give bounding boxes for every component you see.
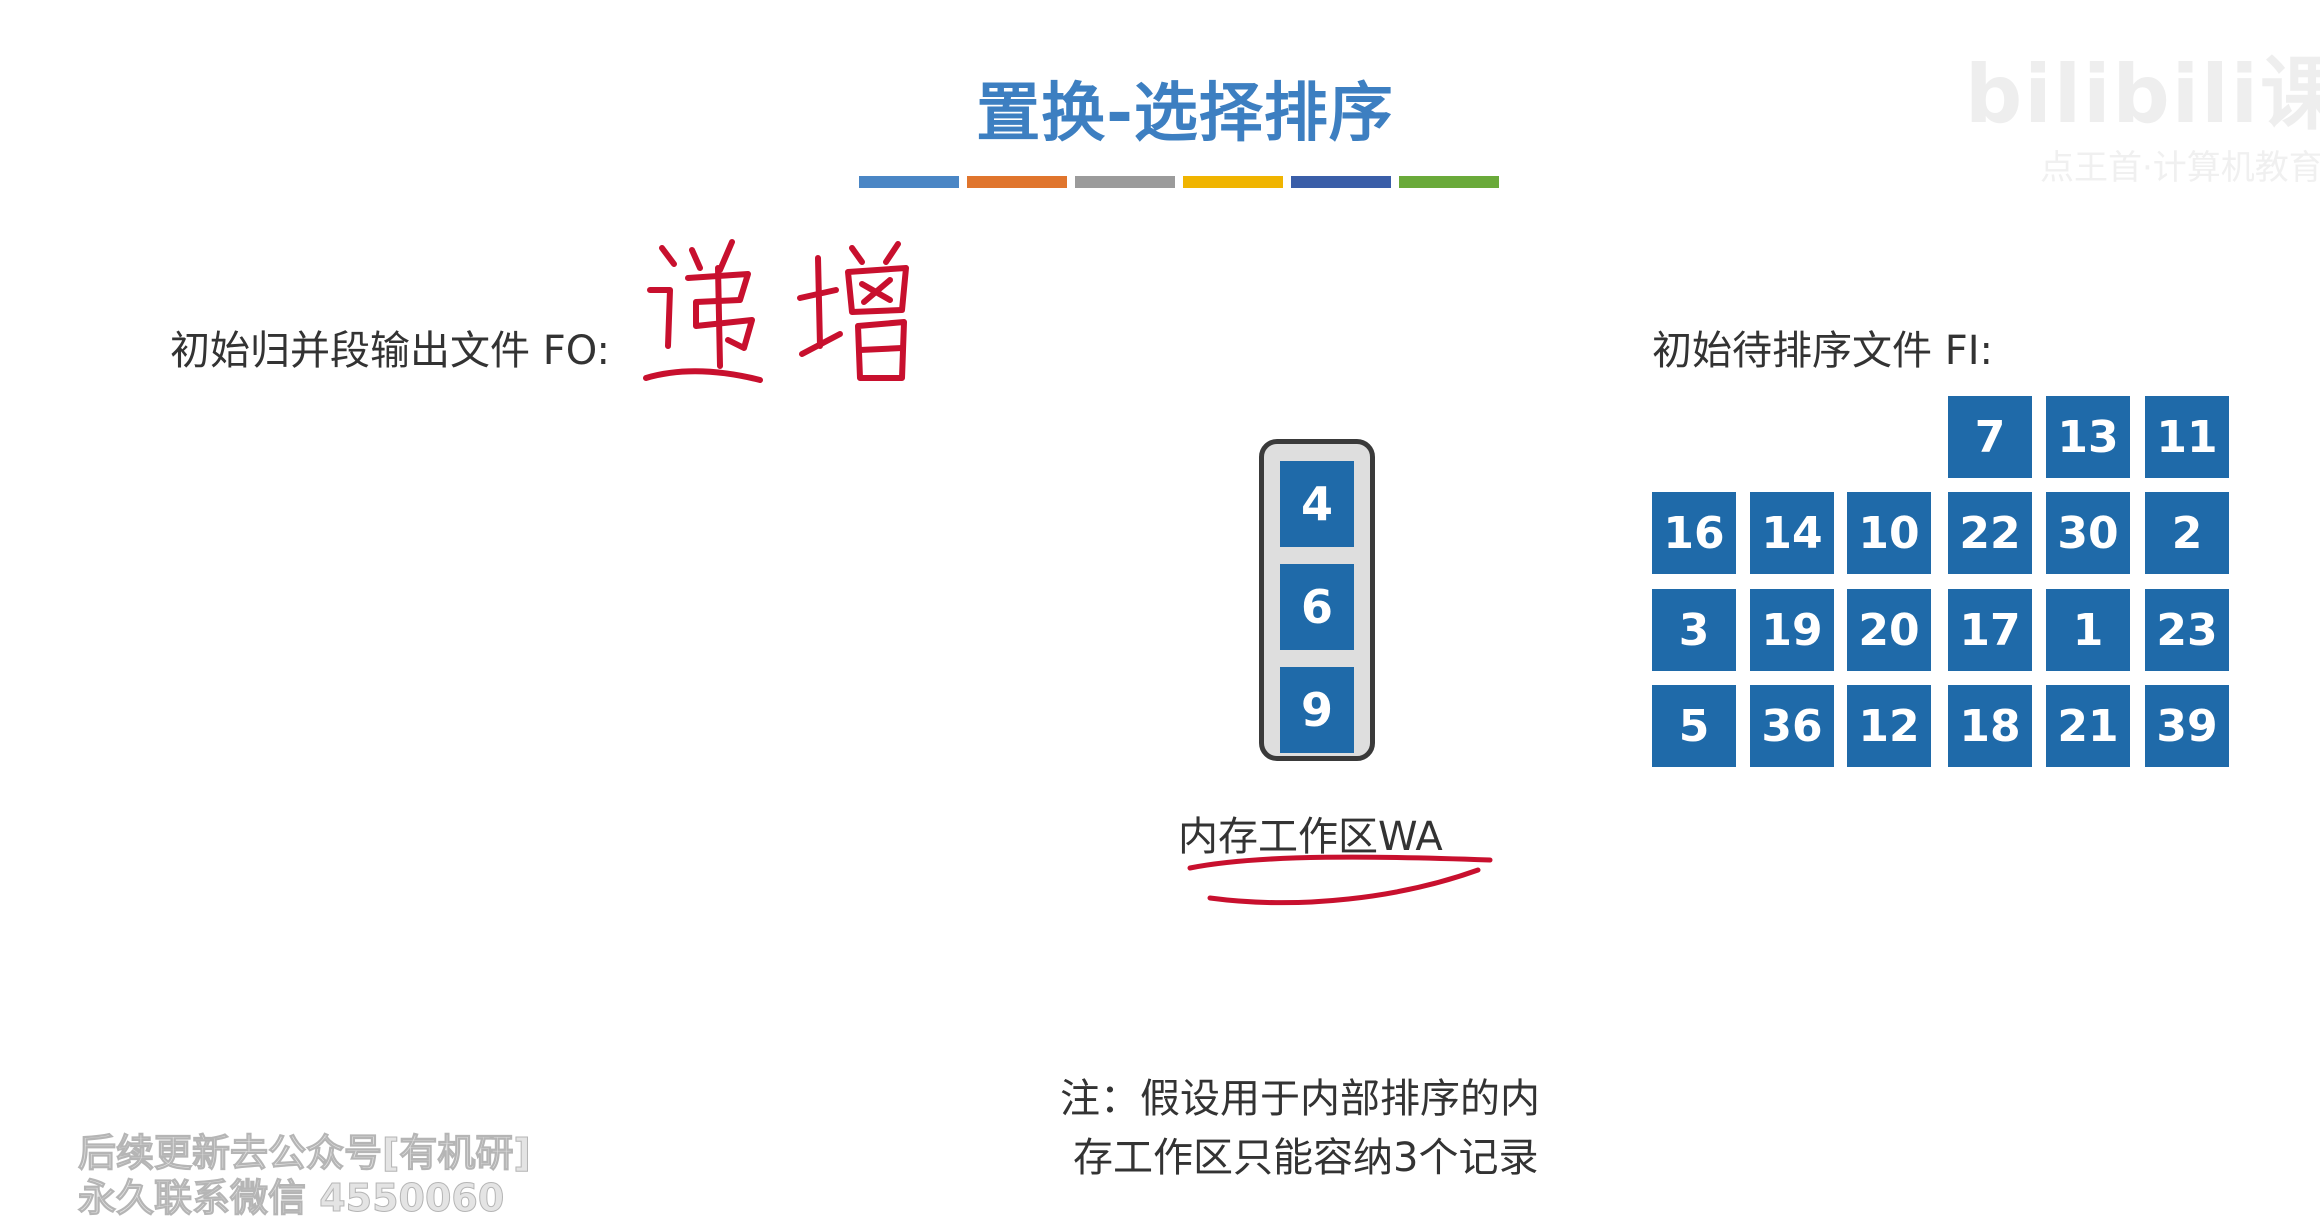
fi-record-cell: 39 (2145, 685, 2229, 767)
fi-record-cell: 23 (2145, 589, 2229, 671)
fi-record-cell: 36 (1750, 685, 1834, 767)
fi-record-cell: 2 (2145, 492, 2229, 574)
working-area-cell: 9 (1280, 667, 1354, 753)
fi-record-cell: 5 (1652, 685, 1736, 767)
working-area-container: 4 6 9 (1259, 439, 1375, 761)
note-line-2: 存工作区只能容纳3个记录 (1073, 1135, 1539, 1181)
fi-record-cell: 19 (1750, 589, 1834, 671)
fi-record-cell: 11 (2145, 396, 2229, 478)
fi-record-cell: 14 (1750, 492, 1834, 574)
fi-record-cell: 18 (1948, 685, 2032, 767)
note-line-1: 注：假设用于内部排序的内 (1060, 1076, 1540, 1122)
fo-label: 初始归并段输出文件 FO: (170, 328, 610, 374)
fi-record-cell: 20 (1847, 589, 1931, 671)
fi-record-cell: 30 (2046, 492, 2130, 574)
fi-record-cell: 16 (1652, 492, 1736, 574)
bilibili-watermark-subtitle: 点王首·计算机教育 (2040, 148, 2320, 188)
handwritten-underline (1187, 854, 1493, 906)
watermark-line-2: 永久联系微信 4550060 (77, 1176, 505, 1221)
title-bar-segment (1399, 176, 1499, 188)
fi-record-cell: 7 (1948, 396, 2032, 478)
fi-record-cell: 17 (1948, 589, 2032, 671)
watermark-line-1: 后续更新去公众号[有机研] (78, 1131, 532, 1176)
slide-title: 置换-选择排序 (976, 77, 1394, 151)
fi-record-cell: 12 (1847, 685, 1931, 767)
title-bar-segment (1291, 176, 1391, 188)
title-bar-segment (1075, 176, 1175, 188)
fi-record-cell: 21 (2046, 685, 2130, 767)
bilibili-watermark-logo: bilibili课堂 (1965, 48, 2320, 141)
fi-record-cell: 13 (2046, 396, 2130, 478)
working-area-cell: 4 (1280, 461, 1354, 547)
title-bar-segment (1183, 176, 1283, 188)
title-bar-segment (859, 176, 959, 188)
title-color-bar (859, 176, 1499, 188)
fi-record-cell: 1 (2046, 589, 2130, 671)
working-area-cell: 6 (1280, 564, 1354, 650)
title-bar-segment (967, 176, 1067, 188)
fi-record-cell: 10 (1847, 492, 1931, 574)
fi-record-cell: 3 (1652, 589, 1736, 671)
working-area-label: 内存工作区WA (1178, 814, 1443, 860)
fi-label: 初始待排序文件 FI: (1652, 328, 1993, 374)
handwritten-annotation-increasing (643, 239, 909, 383)
fi-record-cell: 22 (1948, 492, 2032, 574)
